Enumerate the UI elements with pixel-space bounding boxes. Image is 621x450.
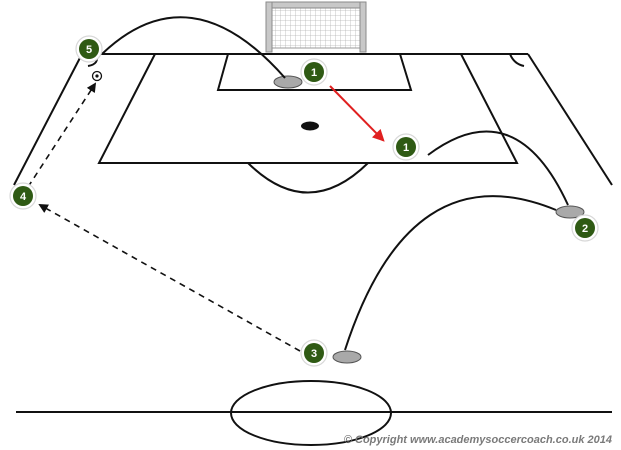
ball-flight-1-to-2 [427, 130, 569, 206]
dashed-pass-4-to-5 [27, 82, 97, 188]
cones [273, 75, 585, 364]
cone [332, 350, 362, 364]
player-label: 1 [403, 142, 409, 154]
ball-flight-5-to-goal [101, 16, 286, 79]
six-yard-box [216, 53, 413, 91]
cone [273, 75, 303, 89]
player-label: 3 [311, 348, 317, 360]
player-label: 2 [582, 223, 588, 235]
penalty-arc [247, 162, 369, 194]
run-arrow-1 [329, 85, 385, 142]
dashed-pass-3-to-4 [38, 204, 301, 352]
player-1-end: 1 [392, 133, 420, 161]
cone [555, 205, 585, 219]
corner-arc-right [509, 53, 525, 67]
copyright-text: © Copyright www.academysoccercoach.co.uk… [344, 434, 612, 446]
player-label: 4 [20, 191, 27, 203]
left-touchline [13, 53, 83, 186]
player-3: 3 [300, 339, 328, 367]
movement-lines [27, 16, 569, 352]
ball-flight-2-to-3 [344, 195, 557, 351]
goal [265, 1, 367, 53]
penalty-spot [301, 121, 319, 131]
goal-post-left [265, 1, 273, 53]
player-4: 4 [9, 182, 37, 210]
ball-icon [91, 70, 103, 82]
player-5: 5 [75, 35, 103, 63]
right-touchline [527, 53, 613, 186]
goal-post-right [359, 1, 367, 53]
player-label: 1 [311, 67, 317, 79]
pitch-markings [13, 53, 613, 446]
player-label: 5 [86, 44, 92, 56]
player-1-start: 1 [300, 58, 328, 86]
center-circle [230, 380, 392, 446]
goal-crossbar [265, 1, 367, 9]
goal-net [271, 5, 363, 49]
penalty-box [97, 53, 519, 164]
player-2: 2 [571, 214, 599, 242]
